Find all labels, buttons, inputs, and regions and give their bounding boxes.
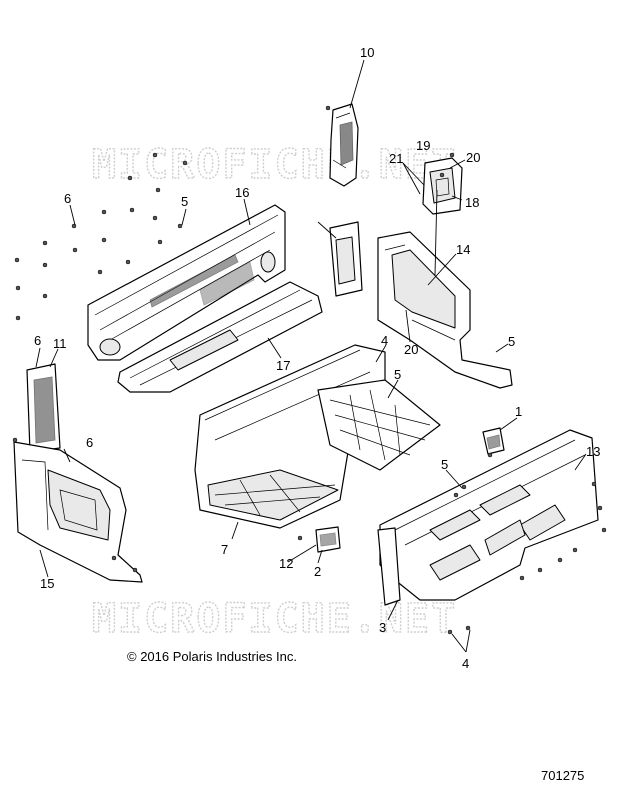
part-1-mount bbox=[482, 427, 505, 455]
leader-lines bbox=[35, 59, 587, 653]
callouts: 10 19 21 20 18 6 5 16 14 20 5 6 11 17 4 … bbox=[34, 45, 600, 671]
callout-16: 18 bbox=[465, 195, 479, 210]
copyright-text: © 2016 Polaris Industries Inc. bbox=[127, 649, 297, 664]
callout-5-top: 5 bbox=[181, 194, 188, 209]
callout-9: 12 bbox=[279, 556, 293, 571]
callout-19: 20 bbox=[404, 342, 418, 357]
part-21-bracket bbox=[329, 221, 363, 297]
figure-number: 701275 bbox=[541, 768, 584, 783]
callout-8: 10 bbox=[360, 45, 374, 60]
callout-7: 7 bbox=[221, 542, 228, 557]
callout-18: 20 bbox=[466, 150, 480, 165]
watermark-top: MICROFICHE.NET bbox=[92, 142, 457, 188]
callout-6-panel: 6 bbox=[86, 435, 93, 450]
callout-3: 3 bbox=[379, 620, 386, 635]
callout-13: 15 bbox=[40, 576, 54, 591]
part-4-cargo-box bbox=[194, 344, 441, 529]
part-13-left-panel bbox=[13, 441, 143, 583]
fasteners bbox=[12, 105, 607, 635]
callout-4-bottom: 4 bbox=[462, 656, 469, 671]
part-11-rear-floor bbox=[377, 429, 599, 606]
part-12-right-wall bbox=[377, 231, 513, 389]
callout-12: 14 bbox=[456, 242, 470, 257]
callout-6-left: 6 bbox=[34, 333, 41, 348]
part-10-vent bbox=[26, 363, 61, 453]
callout-5-floor: 5 bbox=[441, 457, 448, 472]
callout-20: 21 bbox=[389, 151, 403, 166]
part-16-panel bbox=[422, 157, 463, 215]
part-15-crossmember bbox=[117, 281, 323, 393]
callout-11: 13 bbox=[586, 444, 600, 459]
part-8-corner-trim bbox=[329, 103, 359, 187]
part-14-front-panel bbox=[87, 204, 286, 361]
callout-14: 16 bbox=[235, 185, 249, 200]
callout-4-center: 4 bbox=[381, 333, 388, 348]
callout-17: 19 bbox=[416, 138, 430, 153]
part-2-bracket bbox=[315, 526, 341, 553]
watermark-bottom: MICROFICHE.NET bbox=[92, 596, 457, 642]
callout-1: 1 bbox=[515, 404, 522, 419]
callout-10: 11 bbox=[53, 336, 67, 351]
callout-6-top: 6 bbox=[64, 191, 71, 206]
callout-15: 17 bbox=[276, 358, 290, 373]
callout-2: 2 bbox=[314, 564, 321, 579]
callout-5-center: 5 bbox=[394, 367, 401, 382]
callout-5-right: 5 bbox=[508, 334, 515, 349]
